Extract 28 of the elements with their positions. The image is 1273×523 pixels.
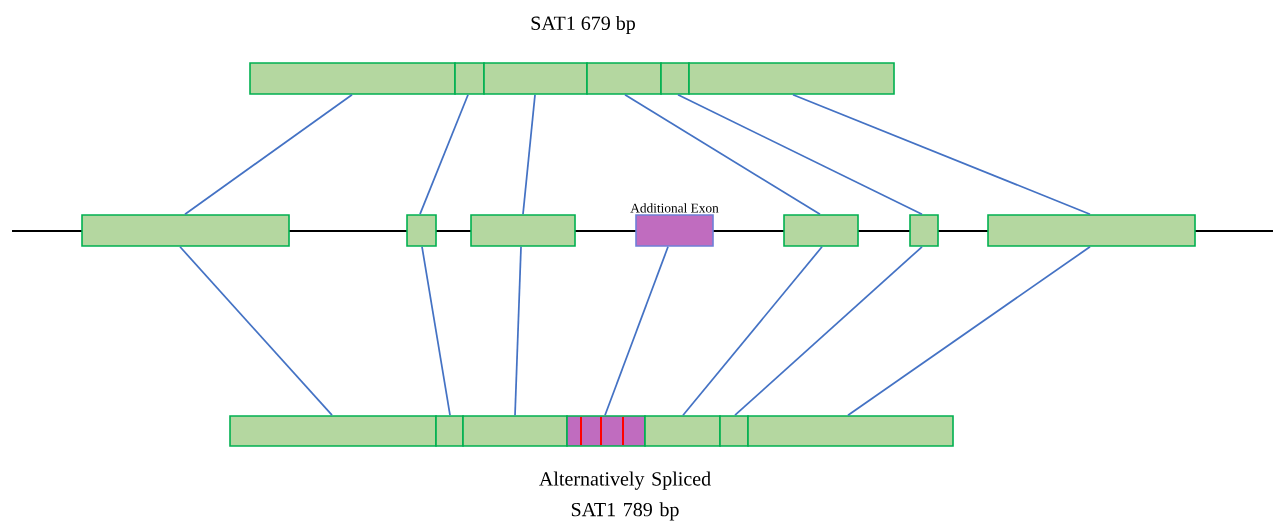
connector-line bbox=[624, 93, 821, 216]
exon-box bbox=[81, 214, 290, 247]
exon-box bbox=[660, 62, 690, 95]
exon-box bbox=[987, 214, 1196, 247]
connector-line bbox=[792, 93, 1091, 216]
exon-box bbox=[719, 415, 749, 447]
exon-box: Additional Exon bbox=[630, 203, 719, 247]
exon-box bbox=[406, 214, 437, 247]
exon-box bbox=[470, 214, 576, 247]
connector-line bbox=[847, 245, 1091, 417]
connector-line bbox=[522, 93, 536, 216]
exon-box bbox=[435, 415, 464, 447]
gene-label: SAT1 679 bp bbox=[531, 15, 635, 35]
gene-label: Alternatively Spliced SAT1 789 bp bbox=[539, 471, 711, 521]
connector-line bbox=[514, 245, 522, 417]
connector-line bbox=[419, 93, 469, 216]
connector-line bbox=[184, 93, 353, 216]
connector-line bbox=[604, 245, 669, 417]
exon-box bbox=[454, 62, 485, 95]
exon-box bbox=[783, 214, 859, 247]
connector-line bbox=[421, 245, 451, 417]
exon-box bbox=[566, 415, 646, 447]
node-label: Additional Exon bbox=[630, 203, 719, 213]
connector-line bbox=[677, 93, 923, 216]
connector-line bbox=[734, 245, 923, 417]
connector-line bbox=[682, 245, 823, 417]
connector-line bbox=[179, 245, 333, 417]
exon-box bbox=[909, 214, 939, 247]
